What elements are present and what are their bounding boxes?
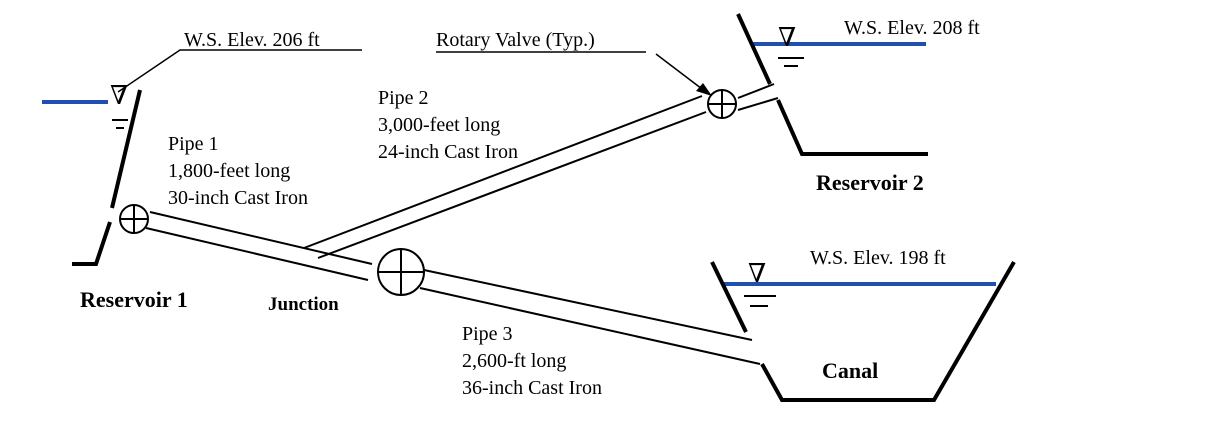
reservoir-2-water-symbol: ∇ [778,23,796,52]
reservoir-1-elevation-callout: W.S. Elev. 206 ft [117,29,362,93]
reservoir-1-bottom [72,221,112,266]
junction-label: Junction [268,294,339,315]
pipe-2 [303,83,779,259]
canal-water-symbol: ∇ [748,259,766,288]
pipe-2-material: 24-inch Cast Iron [378,141,518,163]
pipe-3-lower-wall [419,287,761,365]
pipe-1-material: 30-inch Cast Iron [168,187,308,209]
pipe-2-lower-wall [737,97,779,111]
pipe-3-label: Pipe 3 2,600-ft long 36-inch Cast Iron [462,323,602,399]
reservoir-2: ∇ W.S. Elev. 208 ft Reservoir 2 [736,13,980,195]
pipe-2-label: Pipe 2 3,000-feet long 24-inch Cast Iron [378,87,518,163]
reservoir-1: ∇ Reservoir 1 [42,81,188,312]
rotary-valve-callout: Rotary Valve (Typ.) [436,29,712,96]
pipe-3-name: Pipe 3 [462,323,513,345]
rotary-valve-arrowhead [696,83,712,96]
valve-pipe-2 [707,89,737,119]
pipe-3-length: 2,600-ft long [462,350,566,372]
canal-ws-elev: W.S. Elev. 198 ft [810,247,946,269]
reservoir-2-bank [736,13,772,85]
reservoir-1-name: Reservoir 1 [80,287,188,312]
valve-pipe-3 [377,248,425,296]
pipe-3-material: 36-inch Cast Iron [462,377,602,399]
canal-bed [760,260,1016,402]
pipe-1-lower-wall [145,227,369,281]
pipe-2-name: Pipe 2 [378,87,429,109]
pipe-1-label: Pipe 1 1,800-feet long 30-inch Cast Iron [168,133,308,209]
pipe-2-length: 3,000-feet long [378,114,500,136]
pipe-3-upper-wall [423,269,753,341]
pipe-2-upper-wall [737,83,775,99]
pipe-1-upper-wall [149,211,373,265]
reservoir-1-bank [110,89,142,209]
canal-left-bank [710,261,748,333]
rotary-valve-label: Rotary Valve (Typ.) [436,29,595,51]
reservoir-2-name: Reservoir 2 [816,170,924,195]
pipe-3 [419,269,761,365]
reservoir-1-leader-line [117,49,362,93]
pipe-2-lower-wall [317,111,707,259]
reservoir-1-ws-elev: W.S. Elev. 206 ft [184,29,320,51]
reservoir-2-ws-elev: W.S. Elev. 208 ft [844,17,980,39]
pipe-1-length: 1,800-feet long [168,160,290,182]
valve-pipe-1 [119,204,149,234]
canal: ∇ W.S. Elev. 198 ft Canal [710,247,1016,402]
rotary-valve-leader [655,53,707,93]
pipe-1 [145,211,373,281]
canal-name: Canal [822,358,878,383]
pipe-1-name: Pipe 1 [168,133,219,155]
reservoir-2-bottom [776,99,928,156]
reservoir-1-water-symbol: ∇ [110,81,128,110]
pipe-2-upper-wall [303,95,703,249]
